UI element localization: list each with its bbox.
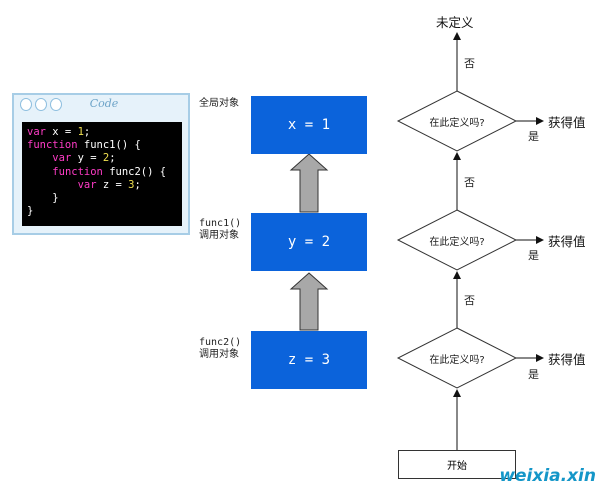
window-circle-icon [50,98,62,111]
code-token: z = [96,178,129,191]
code-token: ; [83,126,91,138]
decision-diamond [396,327,518,389]
code-token: ; [134,178,141,191]
code-window: Code var x = 1;function func1() { var y … [12,93,190,235]
undefined-label: 未定义 [436,15,474,30]
code-token: } [27,205,34,218]
code-token: 2 [102,152,110,165]
no-label: 否 [464,176,475,189]
code-line: } [27,205,182,218]
code-block: var x = 1;function func1() { var y = 2; … [22,122,182,226]
code-line: function func2() { [27,166,182,179]
func1-scope-box: y = 2 [251,213,367,271]
scope-arrow-up [289,153,329,213]
func2-object-label: 调用对象 [199,349,239,360]
global-object-label: 全局对象 [199,98,239,109]
global-scope-box: x = 1 [251,96,367,154]
func1-name: func1() [199,218,242,229]
decision-diamond [396,90,518,152]
func2-name: func2() [199,337,242,348]
code-token: 3 [128,178,135,191]
code-line: } [27,192,182,205]
func2-scope-box: z = 3 [251,331,367,389]
code-line: var y = 2; [27,152,182,165]
func1-call-object-label: func1() 调用对象 [199,218,241,242]
code-token: function [27,139,78,152]
code-token: } [27,192,59,205]
scope-arrow-up [289,272,329,331]
code-token: var [77,178,97,191]
code-line: var x = 1; [27,126,182,139]
code-token: var [52,152,72,165]
code-line: var z = 3; [27,179,182,192]
code-window-titlebar: Code [14,95,188,115]
yes-label: 是 [528,130,539,143]
yes-label: 是 [528,249,539,262]
decision-text: 在此定义吗? [429,355,485,366]
no-label: 否 [464,57,475,70]
start-box: 开始 [398,450,516,479]
code-token: var [27,126,46,138]
decision-text: 在此定义吗? [429,237,485,248]
func1-object-label: 调用对象 [199,230,239,241]
code-token: x = [45,126,78,138]
code-token: y = [71,152,103,165]
no-label: 否 [464,294,475,307]
yes-label: 是 [528,368,539,381]
decision-text: 在此定义吗? [429,118,485,129]
decision-diamond [396,209,518,271]
get-value-label: 获得值 [548,234,586,249]
window-circle-icon [20,98,32,111]
code-token: func2() { [102,165,167,178]
code-window-title: Code [89,97,119,110]
get-value-label: 获得值 [548,115,586,130]
code-token: function [52,165,103,178]
code-token: 1 [77,126,84,138]
watermark: weixia.xin [499,466,596,486]
code-token: func1() { [77,139,141,152]
window-circle-icon [35,98,47,111]
code-line: function func1() { [27,139,182,152]
func2-call-object-label: func2() 调用对象 [199,337,241,361]
get-value-label: 获得值 [548,352,586,367]
code-token: ; [109,152,116,165]
